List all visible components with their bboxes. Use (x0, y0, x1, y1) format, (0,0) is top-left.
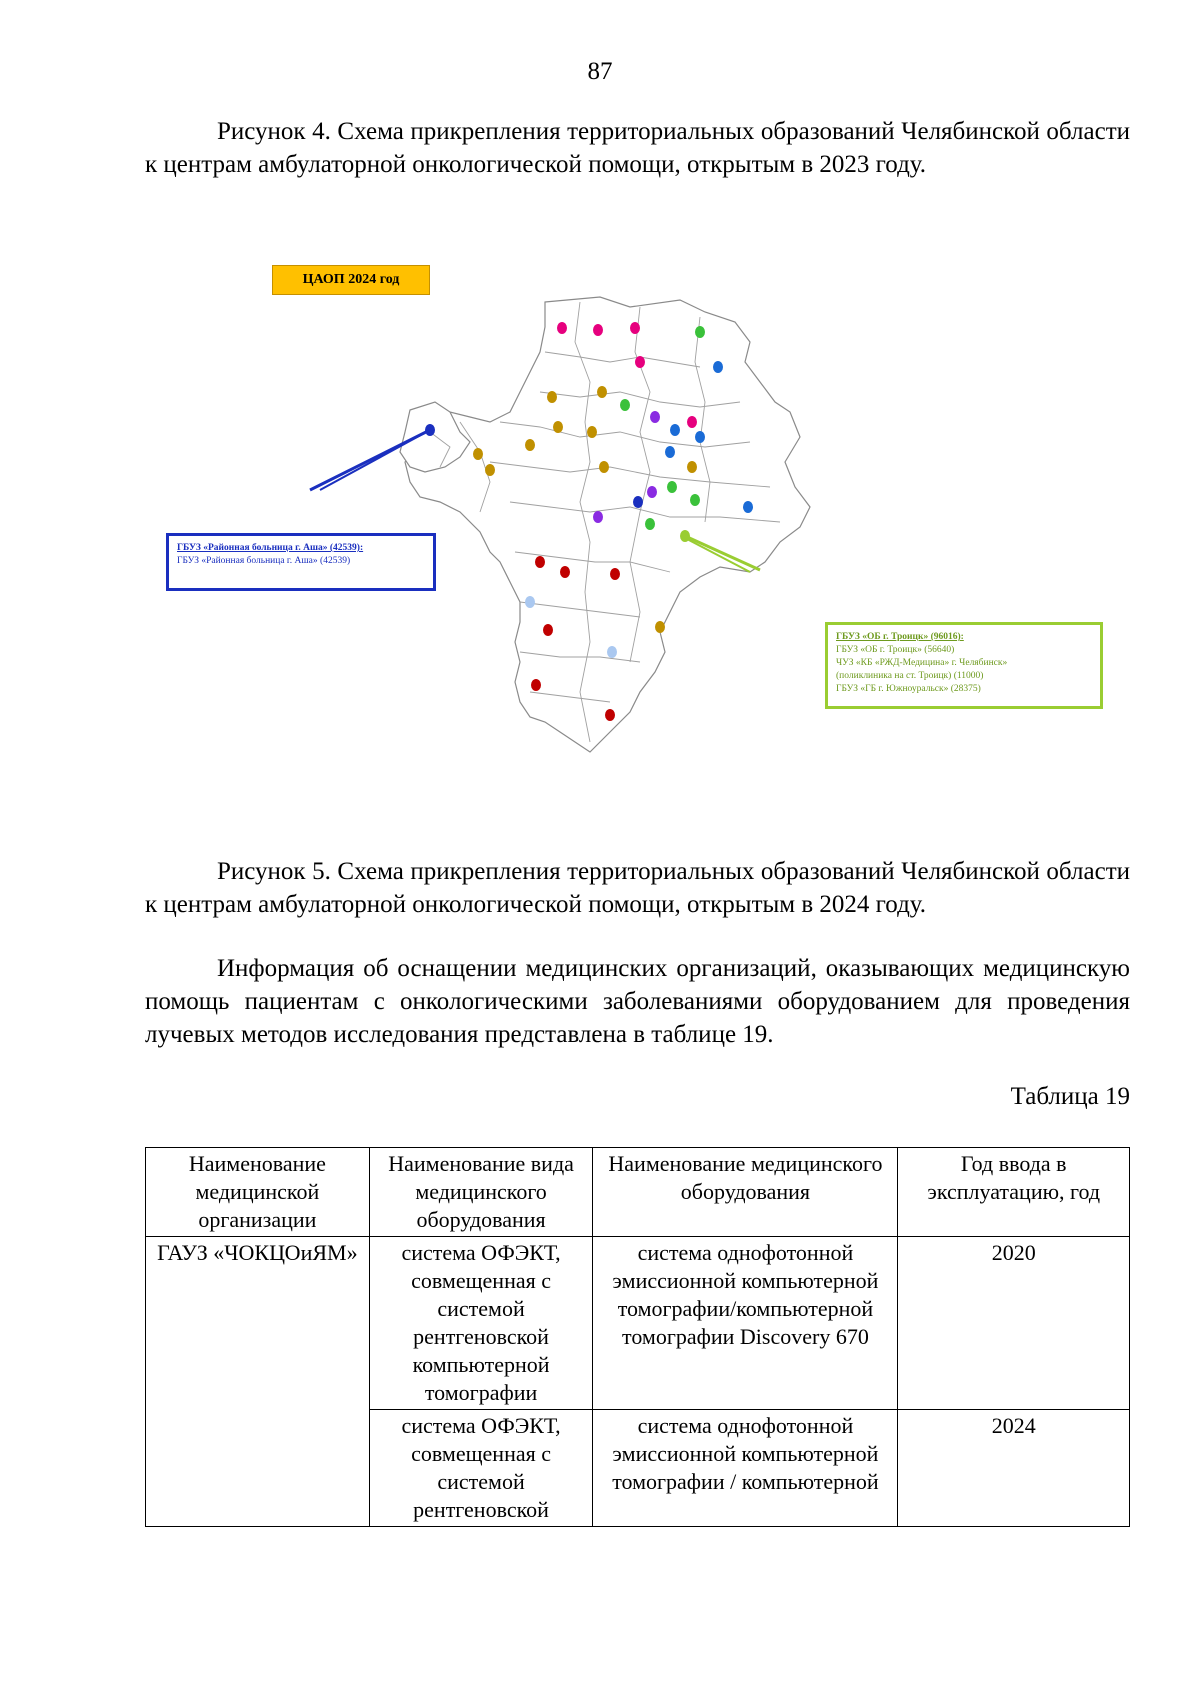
oncology-centers-map (160, 262, 1120, 832)
figure-5-caption: Рисунок 5. Схема прикрепления территориа… (145, 858, 1130, 918)
callout-troitsk-line: (поликлиника на ст. Троицк) (11000) (836, 671, 984, 681)
callout-troitsk-line: ЧУЗ «КБ «РЖД-Медицина» г. Челябинск» (836, 658, 1008, 668)
cell-equipment-type: система ОФЭКТ, совмещенная с системой ре… (368, 1409, 594, 1527)
map-legend-title: ЦАОП 2024 год (272, 265, 430, 295)
callout-troitsk: ГБУЗ «ОБ г. Троицк» (96016): ГБУЗ «ОБ г.… (825, 622, 1103, 709)
page-number: 87 (587, 58, 613, 85)
callout-troitsk-line: ГБУЗ «ГБ г. Южноуральск» (28375) (836, 684, 981, 694)
cell-equipment-type: система ОФЭКТ, совмещенная с системой ре… (368, 1236, 594, 1410)
header-equipment-type: Наименование вида медицинского оборудова… (368, 1147, 594, 1237)
cell-equipment-name: система однофотонной эмиссионной компьют… (592, 1236, 899, 1410)
cell-year: 2024 (897, 1409, 1130, 1527)
header-org: Наименование медицинской организации (145, 1147, 370, 1237)
callout-troitsk-line: ГБУЗ «ОБ г. Троицк» (56640) (836, 645, 955, 655)
header-year: Год ввода в эксплуатацию, год (897, 1147, 1130, 1237)
table-label: Таблица 19 (1010, 1083, 1130, 1110)
cell-org: ГАУЗ «ЧОКЦОиЯМ» (145, 1236, 370, 1527)
callout-asha-header: ГБУЗ «Районная больница г. Аша» (42539): (177, 543, 364, 553)
region-map-graphic (309, 296, 811, 753)
info-paragraph: Информация об оснащении медицинских орга… (145, 955, 1130, 1048)
table-row: ГАУЗ «ЧОКЦОиЯМ» система ОФЭКТ, совмещенн… (145, 1236, 1130, 1527)
callout-asha-line: ГБУЗ «Районная больница г. Аша» (42539) (177, 556, 351, 566)
cell-equipment-name: система однофотонной эмиссионной компьют… (592, 1409, 899, 1527)
callout-troitsk-header: ГБУЗ «ОБ г. Троицк» (96016): (836, 632, 964, 642)
equipment-table: Наименование медицинской организации Наи… (145, 1147, 1130, 1527)
table-row: система ОФЭКТ, совмещенная с системой ре… (146, 1409, 1130, 1527)
cell-year: 2020 (897, 1236, 1130, 1410)
callout-asha: ГБУЗ «Районная больница г. Аша» (42539):… (166, 533, 436, 591)
header-equipment-name: Наименование медицинского оборудования (592, 1147, 899, 1237)
table-header-row: Наименование медицинской организации Наи… (145, 1147, 1130, 1237)
figure-4-caption: Рисунок 4. Схема прикрепления территориа… (145, 118, 1130, 178)
